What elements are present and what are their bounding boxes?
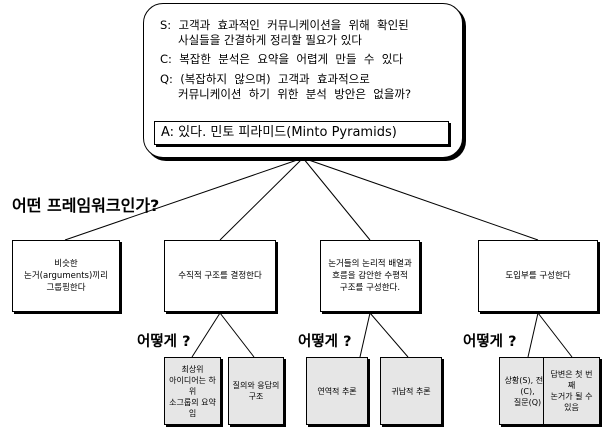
substep-inductive: 귀납적 추론: [380, 357, 442, 425]
substep-deductive: 연역적 추론: [306, 357, 368, 425]
how-question-2: 어떻게 ?: [298, 334, 352, 350]
step-grouping: 비슷한 논거(arguments)끼리 그룹핑한다: [12, 240, 120, 312]
step-horizontal-structure: 논거들의 논리적 배열과 흐름을 감안한 수평적 구조를 구성한다.: [320, 240, 420, 312]
complication-line: C: 복잡한 분석은 요약을 어렵게 만들 수 있다: [160, 52, 403, 66]
question-line-2: 커뮤니케이션 하기 위한 분석 방안은 없을까?: [178, 87, 412, 101]
step-introduction: 도입부를 구성한다: [478, 240, 598, 312]
question-line-1: Q: (복잡하지 않으며) 고객과 효과적으로: [160, 72, 370, 86]
how-question-1: 어떻게 ?: [137, 334, 191, 350]
situation-line-1: S: 고객과 효과적인 커뮤니케이션을 위해 확인된: [160, 18, 409, 32]
situation-line-2: 사실들을 간결하게 정리할 필요가 있다: [178, 33, 362, 47]
answer-box: A: 있다. 민토 피라미드(Minto Pyramids): [154, 121, 449, 145]
how-question-3: 어떻게 ?: [463, 334, 517, 350]
step-vertical-structure: 수직적 구조를 결정한다: [164, 240, 276, 312]
substep-question-answer: 질의와 응답의 구조: [228, 357, 284, 425]
substep-top-idea-summary: 최상위 아이디어는 하위 소그룹의 요약임: [164, 357, 221, 425]
substep-first-argument: 답변은 첫 번째 논거가 될 수 있음: [543, 357, 600, 425]
framework-question: 어떤 프레임워크인가?: [12, 196, 160, 215]
